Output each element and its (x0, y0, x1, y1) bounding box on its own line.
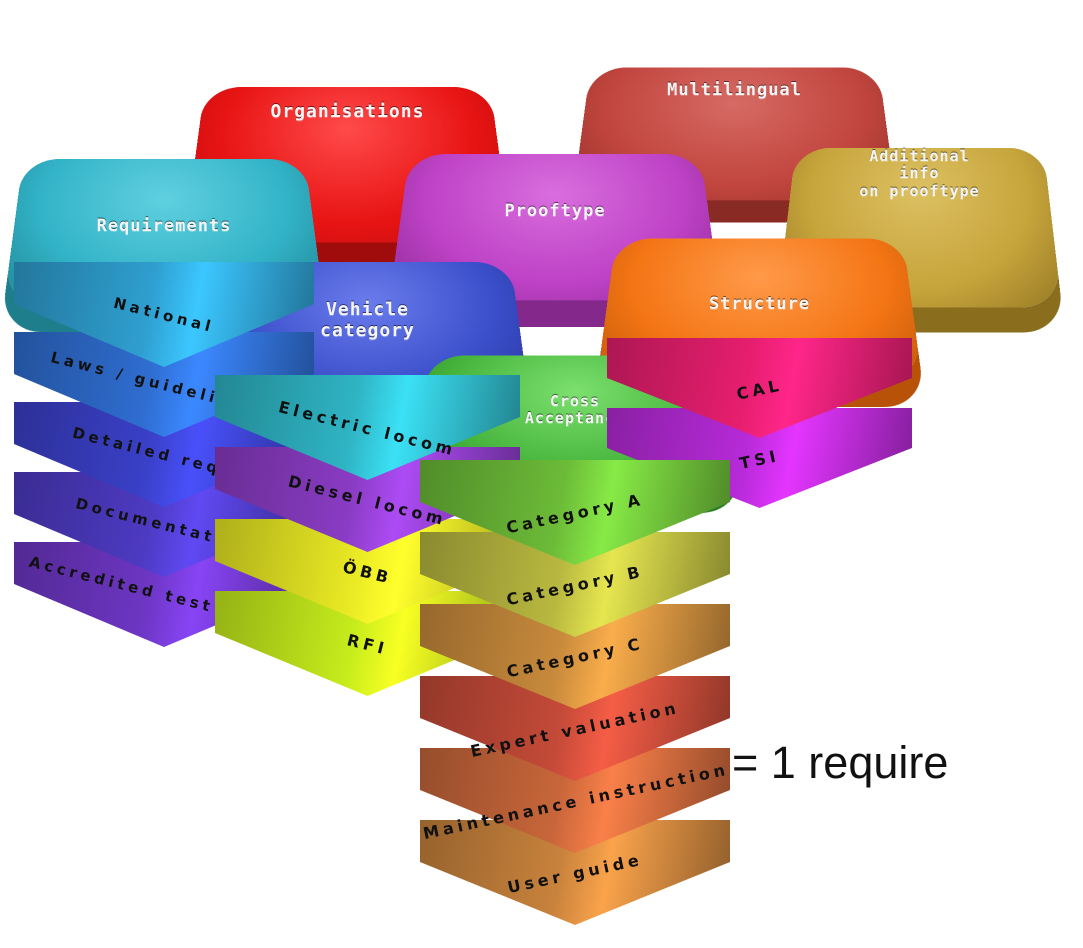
multilingual-label: Multilingual (667, 80, 802, 100)
cross-acceptance-label: Cross Acceptance (524, 392, 626, 428)
structure-tile: Structure (596, 225, 923, 385)
vehicle-category-label: Vehicle category (320, 299, 415, 341)
prooftype-label: Prooftype (504, 201, 606, 221)
requirements-label: Requirements (96, 216, 232, 236)
organisations-tile: Organisations (183, 72, 512, 247)
legend-text: = 1 require (732, 737, 949, 788)
cross-acceptance-tile: Cross Acceptance (410, 343, 740, 493)
requirements-tile: Requirements (3, 145, 325, 310)
additional-info-label: Additional info on prooftype (859, 147, 980, 200)
stack-layer: CAL (607, 338, 912, 438)
stack-layer: National (14, 262, 314, 367)
prooftype-tile: Prooftype (389, 140, 721, 305)
stack-layer: Category A (420, 460, 730, 565)
vehicle-category-tile: Vehicle category (204, 248, 531, 413)
structure-label: Structure (708, 294, 811, 314)
organisations-label: Organisations (270, 101, 425, 122)
multilingual-tile: Multilingual (572, 55, 897, 205)
additional-info-tile: Additional info on prooftype (776, 132, 1063, 312)
